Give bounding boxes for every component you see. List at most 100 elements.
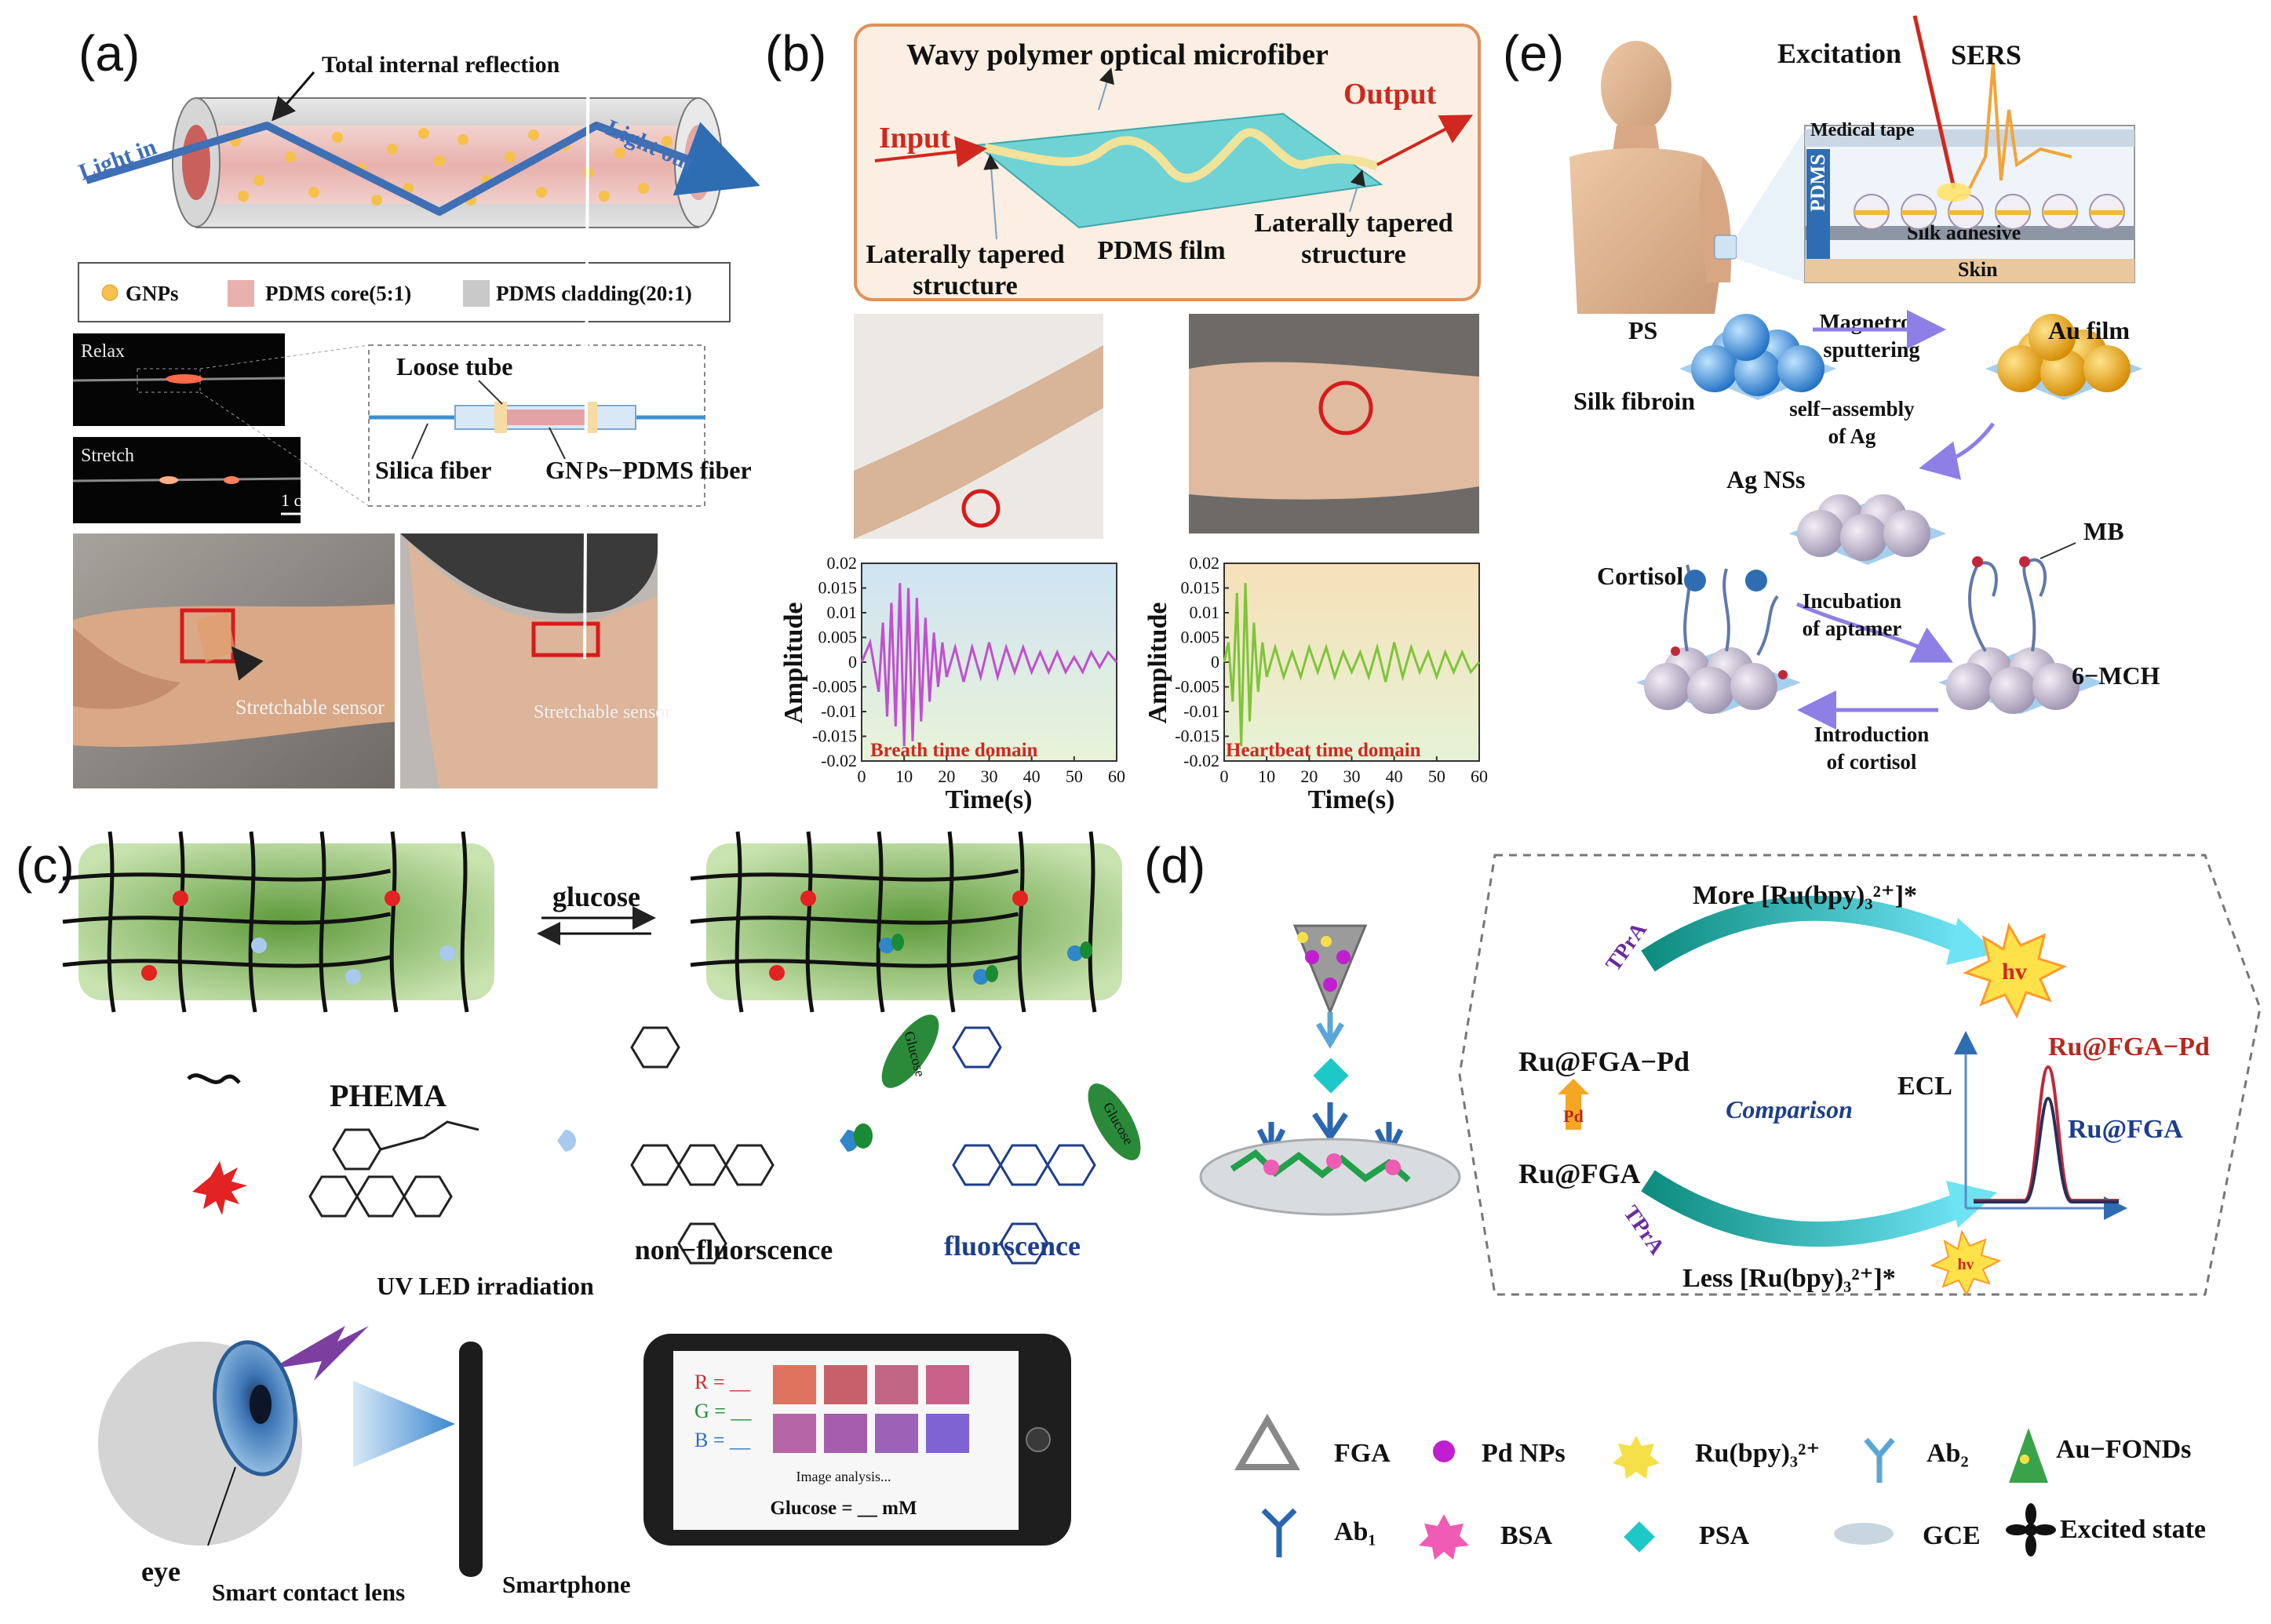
introduction-label: Introduction of cortisol xyxy=(1814,723,1930,774)
y-tick-label: -0.02 xyxy=(821,751,857,770)
psa-antigen xyxy=(1313,1058,1349,1094)
color-swatch xyxy=(773,1365,816,1404)
output-label: Output xyxy=(1343,78,1437,111)
panel-a-label: (a) xyxy=(78,25,140,82)
relax-label: Relax xyxy=(81,341,125,362)
svg-text:Laterally tapered: Laterally tapered xyxy=(866,240,1064,269)
arm-photo xyxy=(854,314,1103,539)
rhodamine-icon xyxy=(192,1161,247,1215)
gnp-dot xyxy=(536,187,547,198)
smartphone-label: Smartphone xyxy=(502,1571,631,1598)
uv-label: UV LED irradiation xyxy=(377,1272,594,1300)
ru-fga-curve-label: Ru@FGA xyxy=(2068,1115,2183,1144)
gnp-dot xyxy=(434,155,445,166)
magnetron-label: Magnetron sputtering xyxy=(1819,311,1924,362)
y-tick-label: -0.015 xyxy=(812,726,857,746)
heartbeat-chart: 0.020.0150.010.0050-0.005-0.01-0.015-0.0… xyxy=(1143,553,1488,814)
panel-c-label: (c) xyxy=(16,837,75,894)
ecl-chart xyxy=(1954,1031,2127,1220)
legend-ab1: Ab₁ xyxy=(1334,1517,1376,1546)
x-tick-label: 60 xyxy=(1471,766,1488,786)
pdms-film xyxy=(975,112,1383,229)
svg-text:Laterally tapered: Laterally tapered xyxy=(1254,209,1453,238)
arm-sensor-highlight xyxy=(961,489,1001,528)
ru-bpy-icon xyxy=(1613,1436,1660,1479)
fga-icon xyxy=(1234,1414,1300,1470)
incubation-label: Incubation of aptamer xyxy=(1803,589,1902,640)
home-button xyxy=(1026,1427,1051,1452)
gnp-dot xyxy=(505,151,516,162)
mb-assembly xyxy=(1938,556,2103,714)
x-tick-label: 40 xyxy=(1386,766,1403,786)
legend-ab2: Ab₂ xyxy=(1927,1439,1969,1468)
rhodamine-structure xyxy=(308,1120,479,1218)
y-tick-label: -0.005 xyxy=(1175,677,1219,697)
medical-tape-label: Medical tape xyxy=(1810,120,1915,140)
skin-label: Skin xyxy=(1958,258,1998,281)
color-swatch xyxy=(926,1365,969,1404)
rhodamine-marker xyxy=(173,890,188,906)
glucose-equilibrium-label: glucose xyxy=(552,881,640,912)
microfiber-title: Wavy polymer optical microfiber xyxy=(906,38,1329,71)
cortisol-assembly xyxy=(1636,564,1801,714)
x-tick-label: 60 xyxy=(1108,766,1125,786)
svg-text:self−assembly: self−assembly xyxy=(1789,397,1915,421)
ecl-curve-ru xyxy=(1974,1096,2119,1203)
heartbeat-series-line xyxy=(1223,583,1481,747)
color-swatch xyxy=(824,1414,867,1453)
boronic-receptor-icon xyxy=(557,1130,576,1152)
pd-nps-icon xyxy=(1433,1440,1455,1462)
svg-text:structure: structure xyxy=(913,271,1017,300)
gnp-dot xyxy=(285,151,296,162)
panel-e: (e) Medical tape PDMS Silk adhesive Skin xyxy=(1503,15,2160,774)
svg-text:Introduction: Introduction xyxy=(1814,723,1930,746)
gnp-dot xyxy=(371,195,382,206)
y-tick-label: -0.02 xyxy=(1183,751,1219,770)
rhodamine-marker xyxy=(800,890,816,906)
panel-b-label: (b) xyxy=(765,25,826,82)
ru-fga-left: Ru@FGA xyxy=(1518,1158,1641,1189)
hv-burst-large xyxy=(1963,923,2067,1019)
panel-d-legend: FGA Pd NPs Ru(bpy)₃²⁺ Ab₂ Au−FONDs Ab₁ B… xyxy=(1234,1414,2206,1560)
receptor-marker xyxy=(973,969,989,985)
y-tick-label: 0.02 xyxy=(827,553,858,573)
neck-sensor-label: Stretchable sensor xyxy=(534,702,671,723)
color-swatch xyxy=(926,1414,969,1453)
gce-icon xyxy=(1834,1523,1894,1545)
uv-lightning-icon xyxy=(271,1326,369,1381)
y-tick-label: 0.005 xyxy=(818,628,858,647)
less-arrow xyxy=(1641,1170,1967,1247)
input-label: Input xyxy=(879,122,950,155)
non-fluorescent-structure xyxy=(630,1026,775,1265)
less-label: Less [Ru(bpy)₃²⁺]* xyxy=(1682,1264,1896,1293)
b-readout: B = __ xyxy=(694,1429,751,1451)
fluorescent-structure: Glucose Glucose xyxy=(881,1014,1141,1265)
pd-arrow-icon xyxy=(1558,1079,1589,1130)
ecl-label: ECL xyxy=(1897,1072,1952,1101)
light-beam xyxy=(353,1381,455,1467)
svg-text:of cortisol: of cortisol xyxy=(1827,750,1917,774)
gnp-dot xyxy=(418,128,429,139)
gnp-dot xyxy=(332,132,343,143)
glucose-readout: Glucose = __ mM xyxy=(770,1498,917,1519)
x-tick-label: 30 xyxy=(981,766,998,786)
cladding-legend-swatch xyxy=(463,280,490,307)
y-tick-label: 0.02 xyxy=(1190,553,1220,573)
legend-ru-bpy: Ru(bpy)₃²⁺ xyxy=(1695,1439,1820,1468)
au-film-spheres xyxy=(1985,314,2142,400)
x-tick-label: 50 xyxy=(1428,766,1445,786)
fluorescence-label: fluorscence xyxy=(944,1230,1081,1262)
panel-a-legend: GNPs PDMS core(5:1) PDMS cladding(20:1) xyxy=(78,262,731,322)
au-film-label: Au film xyxy=(2048,316,2130,344)
non-fluorescence-label: non−fluorscence xyxy=(635,1234,833,1265)
x-tick-label: 10 xyxy=(1258,766,1275,786)
panel-a: (a) Light in Light out Total internal re… xyxy=(72,0,760,788)
polymer-chain-icon xyxy=(187,1073,241,1084)
gnp-dot xyxy=(614,147,625,158)
gnp-dot xyxy=(599,191,610,202)
wavy-microfiber xyxy=(983,128,1379,183)
heartbeat-ylabel: Amplitude xyxy=(1143,603,1172,724)
ag-nss-spheres xyxy=(1789,494,1946,565)
color-swatch-grid xyxy=(773,1365,969,1453)
g-readout: G = __ xyxy=(694,1400,752,1422)
